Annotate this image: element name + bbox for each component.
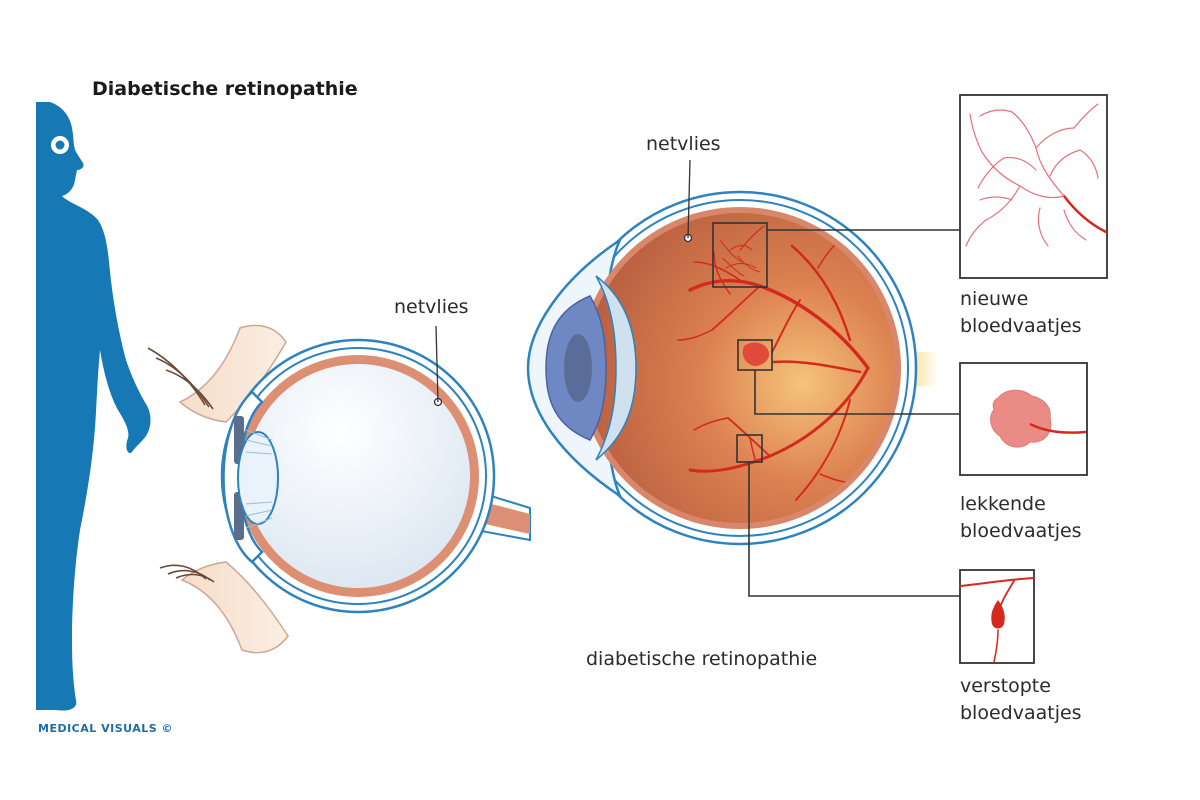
page-title: Diabetische retinopathie — [92, 78, 358, 100]
eyelashes — [147, 347, 215, 583]
label-line: bloedvaatjes — [960, 702, 1082, 724]
label-line: bloedvaatjes — [960, 315, 1082, 337]
credit-mark: MEDICAL VISUALS © — [38, 722, 174, 735]
panel-blocked-vessels — [959, 569, 1035, 664]
label-blocked-vessels: verstopte bloedvaatjes — [960, 673, 1082, 727]
caption-retinopathy: diabetische retinopathie — [586, 648, 818, 670]
label-retina-retinopathy: netvlies — [646, 133, 721, 155]
retinal-vessels — [677, 225, 870, 501]
human-silhouette — [36, 102, 151, 711]
label-line: bloedvaatjes — [960, 520, 1082, 542]
label-retina-cross-section: netvlies — [394, 296, 469, 318]
eye-retinopathy — [526, 159, 938, 546]
label-line: nieuwe — [960, 288, 1029, 310]
callout-lines — [712, 222, 960, 597]
eye-cross-section — [147, 324, 531, 654]
label-leaking-vessels: lekkende bloedvaatjes — [960, 491, 1082, 545]
panel-leaking-vessels — [959, 362, 1088, 476]
label-new-vessels: nieuwe bloedvaatjes — [960, 286, 1082, 340]
panel-new-vessels — [959, 94, 1108, 279]
label-line: verstopte — [960, 675, 1051, 697]
label-line: lekkende — [960, 493, 1046, 515]
